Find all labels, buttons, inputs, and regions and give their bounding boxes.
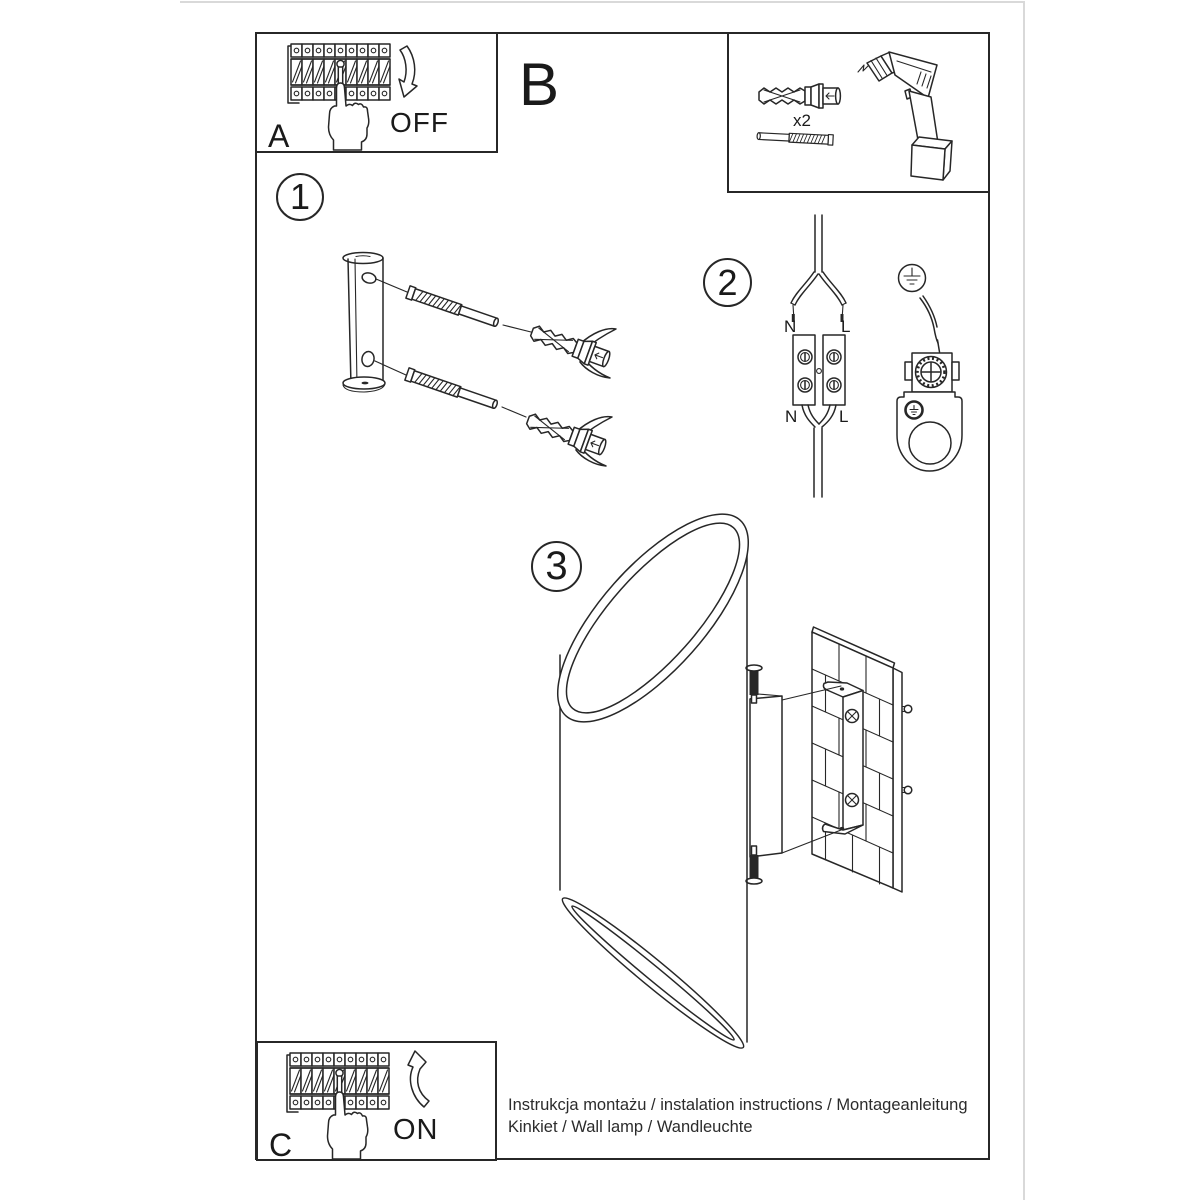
step-3-illustration <box>556 513 913 1049</box>
step-2-number-text: 2 <box>717 261 738 303</box>
tools-box: x2 <box>727 32 990 193</box>
wire-label-top-n: N <box>784 317 797 336</box>
step-1-number-text: 1 <box>289 176 311 217</box>
wall-lamp-icon <box>556 513 750 1049</box>
step-2-illustration <box>790 214 963 498</box>
step-3-number: 3 <box>531 541 582 592</box>
power-on-label: C <box>269 1127 293 1163</box>
curved-arrow-up-icon <box>407 1050 430 1108</box>
main-frame <box>255 32 990 1160</box>
footer-title-line2: Kinkiet / Wall lamp / Wandleuchte <box>508 1118 753 1136</box>
power-off-action: OFF <box>390 107 449 138</box>
earth-symbol-icon <box>897 263 927 293</box>
power-off-label: A <box>268 118 290 154</box>
power-on-illustration <box>258 1050 430 1160</box>
step-1-illustration <box>342 251 617 467</box>
wall-plug-icon <box>523 407 613 467</box>
power-off-illustration <box>257 34 418 151</box>
cordless-drill-icon <box>857 51 953 181</box>
tools-illustration <box>756 51 953 181</box>
power-on-action: ON <box>393 1114 439 1146</box>
mounting-bracket-icon <box>342 251 386 393</box>
footer-title-line1: Instrukcja montażu / instalation instruc… <box>508 1096 968 1114</box>
screw-icon <box>405 285 501 330</box>
earth-terminal-icon <box>896 295 963 472</box>
wire-label-bottom-l: L <box>839 407 849 426</box>
mounting-bracket-icon <box>821 681 864 835</box>
step-1-number: 1 <box>276 173 324 221</box>
wire-label-top-l: L <box>841 317 851 336</box>
wall-plug-icon <box>758 83 842 109</box>
section-b-label: B <box>519 51 560 118</box>
step-3-number-text: 3 <box>545 544 568 588</box>
power-off-box: A OFF <box>255 32 498 154</box>
curved-arrow-down-icon <box>398 45 418 98</box>
wall-plug-icon <box>527 319 617 379</box>
wire-label-bottom-n: N <box>785 407 798 426</box>
terminal-block-icon <box>792 334 846 498</box>
screw-icon <box>404 367 500 412</box>
anchor-quantity-label: x2 <box>793 111 811 130</box>
lamp-mount-icon <box>745 664 783 885</box>
page-edge-right <box>1023 1 1025 1200</box>
page-edge-top <box>180 1 1024 3</box>
power-on-box: C ON <box>256 1041 497 1163</box>
step-2-number: 2 <box>703 258 752 307</box>
mounting-screw-icon <box>756 130 834 146</box>
wall-screw-icon <box>901 704 913 795</box>
mains-cable-icon <box>790 214 847 322</box>
